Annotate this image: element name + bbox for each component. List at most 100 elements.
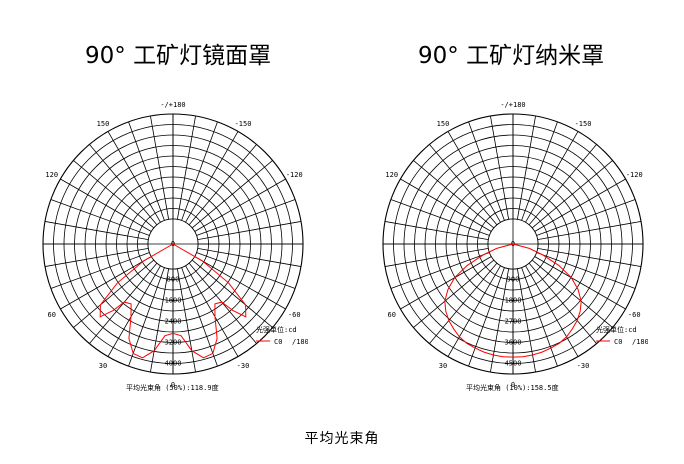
grid-spoke bbox=[400, 178, 492, 232]
angle-tick-label: -30 bbox=[237, 362, 250, 370]
grid-spoke bbox=[400, 256, 492, 310]
grid-spoke bbox=[73, 259, 155, 328]
grid-spoke bbox=[531, 259, 613, 328]
angle-tick-label: 30 bbox=[439, 362, 447, 370]
grid-spoke bbox=[521, 121, 558, 221]
grid-spoke bbox=[537, 221, 642, 241]
grid-spoke bbox=[188, 144, 257, 226]
angle-tick-label: -150 bbox=[575, 120, 592, 128]
grid-spoke bbox=[525, 131, 579, 223]
grid-spoke bbox=[384, 221, 489, 241]
beam-angle-text: 平均光束角 (50%):118.9度 bbox=[126, 383, 219, 392]
grid-spoke bbox=[107, 131, 161, 223]
angle-tick-label: -30 bbox=[577, 362, 590, 370]
grid-spoke bbox=[176, 115, 196, 220]
grid-spoke bbox=[528, 262, 597, 344]
grid-spoke bbox=[384, 247, 489, 267]
grid-spoke bbox=[197, 247, 302, 267]
angle-tick-label: -120 bbox=[286, 171, 303, 179]
grid-spoke bbox=[128, 121, 165, 221]
grid-spoke bbox=[521, 267, 558, 367]
grid-spoke bbox=[181, 121, 218, 221]
angle-tick-label: -60 bbox=[288, 311, 301, 319]
grid-spoke bbox=[528, 144, 597, 226]
grid-spoke bbox=[429, 262, 498, 344]
unit-label: 光强单位:cd bbox=[256, 325, 297, 334]
radial-tick-label: 900 bbox=[507, 276, 520, 284]
grid-spoke bbox=[181, 267, 218, 367]
radial-tick-label: 4500 bbox=[505, 360, 522, 368]
grid-spoke bbox=[44, 247, 149, 267]
grid-spoke bbox=[390, 199, 490, 236]
grid-spoke bbox=[525, 265, 579, 357]
series-line-c0 bbox=[444, 243, 582, 358]
grid-spoke bbox=[390, 252, 490, 289]
angle-tick-label: 120 bbox=[385, 171, 398, 179]
angle-tick-label: 120 bbox=[45, 171, 58, 179]
radial-tick-label: 4000 bbox=[165, 360, 182, 368]
grid-spoke bbox=[537, 247, 642, 267]
grid-spoke bbox=[447, 265, 501, 357]
grid-spoke bbox=[516, 115, 536, 220]
polar-chart-right: -/+1801501209060300-30-60-90-120-1500900… bbox=[382, 101, 648, 392]
grid-spoke bbox=[196, 199, 296, 236]
grid-spoke bbox=[60, 256, 152, 310]
angle-tick-label: 150 bbox=[97, 120, 110, 128]
grid-spoke bbox=[185, 265, 239, 357]
grid-spoke bbox=[536, 199, 636, 236]
grid-spoke bbox=[197, 221, 302, 241]
angle-tick-label: -90 bbox=[647, 241, 648, 249]
grid-spoke bbox=[429, 144, 498, 226]
angle-tick-label: -90 bbox=[307, 241, 308, 249]
grid-spoke bbox=[194, 256, 286, 310]
angle-tick-label: 150 bbox=[437, 120, 450, 128]
grid-spoke bbox=[534, 178, 626, 232]
series-line-c0 bbox=[99, 243, 247, 359]
chart-title-right: 90° 工矿灯纳米罩 bbox=[418, 43, 605, 69]
grid-spoke bbox=[196, 252, 296, 289]
angle-tick-label: -60 bbox=[628, 311, 641, 319]
grid-spoke bbox=[191, 160, 273, 229]
polar-chart-left: -/+1801501209060300-30-60-90-120-1500800… bbox=[42, 101, 308, 392]
grid-spoke bbox=[150, 268, 170, 373]
grid-spoke bbox=[50, 252, 150, 289]
grid-spoke bbox=[468, 267, 505, 367]
legend-series-label: C0 bbox=[274, 338, 282, 346]
angle-tick-label: 60 bbox=[388, 311, 396, 319]
radial-tick-label: 1800 bbox=[505, 297, 522, 305]
grid-spoke bbox=[73, 160, 155, 229]
grid-spoke bbox=[176, 268, 196, 373]
grid-spoke bbox=[185, 131, 239, 223]
radial-tick-label: 3200 bbox=[165, 339, 182, 347]
angle-tick-label: 0 bbox=[171, 381, 175, 389]
legend-sep-label: /180 bbox=[632, 338, 648, 346]
grid-spoke bbox=[89, 144, 158, 226]
radial-tick-label: 800 bbox=[167, 276, 180, 284]
chart-title-left: 90° 工矿灯镜面罩 bbox=[85, 43, 272, 69]
radial-tick-label: 2700 bbox=[505, 318, 522, 326]
grid-spoke bbox=[468, 121, 505, 221]
grid-spoke bbox=[413, 160, 495, 229]
legend-series-label: C0 bbox=[614, 338, 622, 346]
angle-tick-label: -120 bbox=[626, 171, 643, 179]
grid-spoke bbox=[447, 131, 501, 223]
grid-spoke bbox=[150, 115, 170, 220]
angle-tick-label: -/+180 bbox=[500, 101, 525, 109]
grid-spoke bbox=[60, 178, 152, 232]
angle-tick-label: 60 bbox=[48, 311, 56, 319]
grid-spoke bbox=[44, 221, 149, 241]
angle-tick-label: -/+180 bbox=[160, 101, 185, 109]
radial-tick-label: 1600 bbox=[165, 297, 182, 305]
grid-spoke bbox=[128, 267, 165, 367]
radial-tick-label: 3600 bbox=[505, 339, 522, 347]
angle-tick-label: -150 bbox=[235, 120, 252, 128]
radial-tick-label: 2400 bbox=[165, 318, 182, 326]
grid-spoke bbox=[413, 259, 495, 328]
footer-caption: 平均光束角 bbox=[304, 431, 380, 447]
legend-sep-label: /180 bbox=[292, 338, 308, 346]
grid-spoke bbox=[191, 259, 273, 328]
unit-label: 光强单位:cd bbox=[596, 325, 637, 334]
beam-angle-text: 平均光束角 (10%):158.5度 bbox=[466, 383, 559, 392]
grid-spoke bbox=[536, 252, 636, 289]
grid-spoke bbox=[107, 265, 161, 357]
